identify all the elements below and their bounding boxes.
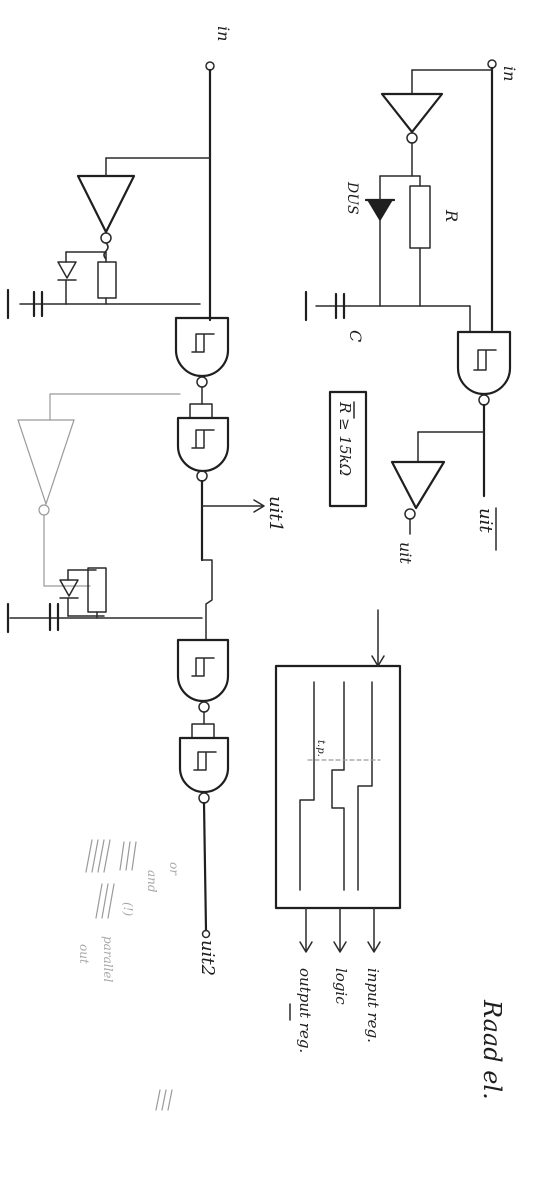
label-title: Raad el.	[478, 999, 506, 1100]
resistor-1	[97, 261, 117, 299]
hysteresis-symbol-right	[473, 349, 497, 371]
label-r-condition: R ≥ 15kΩ	[336, 401, 354, 476]
schmitt-nand-gate-1	[174, 316, 230, 378]
uit1-arrowhead	[253, 499, 265, 513]
label-input-reg: input reg.	[364, 968, 382, 1043]
gate-right-bubble	[478, 394, 490, 406]
label-uit2: uit2	[197, 940, 218, 976]
label-logic: logic	[332, 968, 350, 1005]
inverter-bubble-1	[100, 232, 112, 244]
inverter-bubble-2	[38, 504, 50, 516]
inverter-uit	[390, 460, 446, 510]
hysteresis-symbol-2	[191, 429, 215, 449]
diode-2	[59, 579, 79, 599]
inverter-right	[380, 92, 444, 134]
hysteresis-symbol-1	[191, 333, 215, 353]
faint-note-1: or	[167, 862, 181, 876]
schmitt-nand-gate-4	[178, 736, 230, 794]
faint-note-3: (!)	[121, 902, 135, 917]
label-in-top: in	[214, 26, 233, 41]
resistor-2	[87, 567, 107, 613]
timing-trace-2	[331, 681, 345, 891]
label-c: C	[346, 330, 365, 342]
label-r: R	[442, 209, 461, 222]
label-output-reg: output reg.	[296, 968, 314, 1053]
hysteresis-symbol-3	[191, 657, 215, 677]
label-uit1: uit1	[265, 496, 286, 532]
left-oscillator-circuit	[6, 61, 265, 939]
gate-2-input-block	[189, 403, 213, 419]
inverter-uit-bubble	[404, 508, 416, 520]
hysteresis-symbol-4	[193, 751, 217, 771]
label-in-right: in	[500, 66, 519, 81]
diode-1	[57, 261, 77, 281]
faint-note-4: parallel	[101, 936, 115, 983]
input-terminal-left	[205, 61, 215, 71]
faint-note-2: and	[145, 870, 159, 893]
schmitt-nand-gate-right	[456, 330, 512, 396]
uit2-terminal	[201, 929, 211, 939]
label-uit-bar: uit	[475, 508, 496, 533]
gate-2-to-3-wire	[201, 559, 213, 641]
gate-2-bubble	[196, 470, 208, 482]
gate-1-bubble	[196, 376, 208, 388]
timing-trace-1	[357, 681, 373, 891]
output-arrowhead-2	[333, 941, 347, 953]
output-arrowhead-3	[299, 941, 313, 953]
inverter-right-bubble	[406, 132, 418, 144]
schmitt-nand-gate-2	[176, 416, 230, 473]
inverter-coil-wire	[103, 242, 109, 260]
gate-4-bubble	[198, 792, 210, 804]
faint-note-5: out	[77, 944, 91, 964]
label-dus: DUS	[344, 181, 360, 215]
output-arrowhead-1	[367, 941, 381, 953]
register-timing-block	[274, 609, 402, 953]
label-timing: t.p.	[315, 740, 326, 757]
timing-trace-3	[299, 681, 315, 891]
register-box	[274, 664, 402, 910]
resistor-r	[409, 185, 431, 249]
gate-4-input-block	[191, 723, 215, 739]
faint-tally-marks	[85, 839, 173, 1111]
r-condition-box	[328, 390, 368, 508]
right-oscillator-circuit	[304, 59, 512, 535]
diode-dus	[366, 199, 394, 222]
feedback-inverter-2	[17, 419, 75, 506]
feedback-inverter-1	[76, 174, 136, 234]
uit2-wire	[202, 801, 208, 932]
label-uit: uit	[396, 542, 415, 564]
input-terminal-right	[487, 59, 497, 69]
clock-arrowhead	[371, 655, 385, 667]
gate-3-bubble	[198, 701, 210, 713]
schmitt-nand-gate-3	[176, 638, 230, 703]
